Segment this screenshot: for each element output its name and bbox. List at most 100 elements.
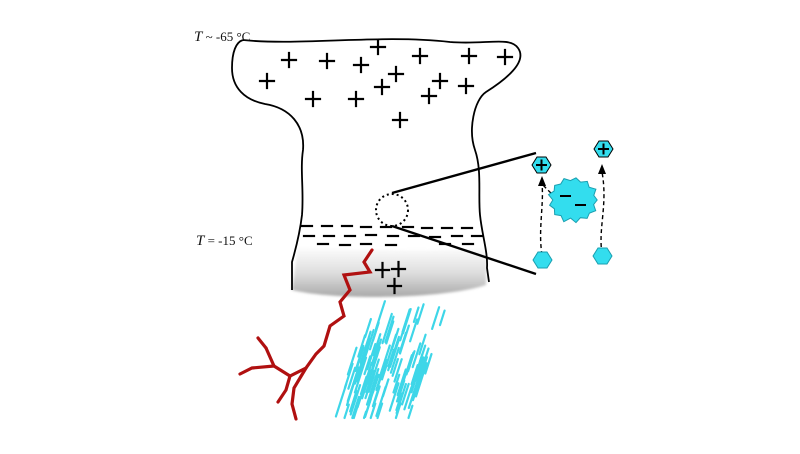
- precipitation-streak: [415, 356, 428, 392]
- precipitation-streak: [410, 352, 424, 389]
- precipitation-streak: [384, 315, 395, 344]
- positive-charge: [352, 56, 370, 74]
- positive-charge: [391, 111, 409, 129]
- precipitation-streak: [353, 360, 364, 385]
- precipitation-streaks: [334, 300, 446, 420]
- ice-crystal: [592, 247, 613, 265]
- positive-charge: [386, 277, 403, 295]
- precipitation-streak: [424, 352, 433, 375]
- arrow-up-icon: [598, 164, 606, 174]
- precipitation-streak: [372, 338, 383, 365]
- precipitation-streak: [412, 306, 420, 323]
- precipitation-streak: [346, 346, 358, 376]
- precipitation-streak: [381, 312, 393, 345]
- zoom-region-circle: [375, 193, 409, 227]
- cloud-base-shading: [292, 246, 487, 297]
- lower-positive-charges: [374, 260, 407, 295]
- positive-charge: [496, 48, 514, 66]
- precipitation-streak: [375, 385, 387, 417]
- positive-charge: [387, 65, 405, 83]
- precipitation-streak: [361, 349, 368, 366]
- positive-charge: [373, 78, 391, 96]
- precipitation-streak: [407, 404, 414, 420]
- precipitation-streak: [392, 373, 401, 394]
- precipitation-streak: [438, 309, 446, 327]
- precipitation-streak: [411, 342, 422, 369]
- positive-charge: [374, 261, 391, 279]
- positive-charge: [411, 47, 429, 65]
- precipitation-streak: [395, 392, 403, 412]
- precipitation-streak: [391, 358, 399, 377]
- precipitation-streak: [409, 318, 419, 343]
- precipitation-streak: [388, 382, 400, 412]
- precipitation-streak: [401, 308, 412, 335]
- precipitation-streak: [396, 368, 407, 397]
- precipitation-streak: [349, 389, 358, 413]
- precipitation-streak: [373, 385, 381, 404]
- precipitation-streak: [393, 358, 403, 383]
- precipitation-streak: [343, 403, 350, 420]
- precipitation-streak: [389, 339, 400, 368]
- precipitation-streak: [364, 398, 372, 418]
- precipitation-streak: [370, 346, 381, 374]
- positive-charge: [347, 90, 365, 108]
- negative-charge-layer: [300, 224, 484, 247]
- positive-charge: [460, 47, 478, 65]
- precipitation-streak: [351, 395, 361, 420]
- temperature-value: ~ -65 °C: [202, 29, 251, 44]
- precipitation-streak: [349, 384, 362, 416]
- precipitation-streak: [357, 334, 367, 358]
- precipitation-streak: [361, 369, 373, 400]
- temperature-value: = -15 °C: [204, 233, 253, 248]
- precipitation-streak: [343, 362, 354, 389]
- temperature-symbol: T: [194, 29, 203, 45]
- precipitation-streak: [347, 366, 357, 390]
- precipitation-streak: [363, 355, 372, 376]
- ice-crystal: [532, 251, 553, 269]
- positive-charge: [258, 72, 276, 90]
- precipitation-streak: [389, 346, 400, 374]
- positive-charge: [390, 260, 407, 278]
- precipitation-streak: [372, 333, 382, 357]
- precipitation-streak: [431, 306, 441, 330]
- precipitation-streak: [354, 344, 365, 372]
- precipitation-streak: [380, 364, 388, 381]
- precipitation-streak: [410, 364, 425, 402]
- graupel-particle: [547, 177, 598, 224]
- precipitation-streak: [417, 357, 424, 374]
- positive-charge: [304, 90, 322, 108]
- precipitation-streak: [418, 333, 427, 356]
- precipitation-streak: [366, 342, 377, 371]
- precipitation-streak: [398, 331, 408, 354]
- precipitation-streak: [405, 351, 415, 376]
- precipitation-streak: [369, 402, 377, 420]
- positive-charge: [420, 87, 438, 105]
- precipitation-streak: [401, 382, 410, 406]
- precipitation-streak: [385, 320, 395, 345]
- precipitation-streak: [376, 402, 384, 420]
- positive-charge: [318, 52, 336, 70]
- arrow-up-icon: [538, 176, 546, 186]
- cloud-outline: [231, 38, 522, 290]
- precipitation-streak: [395, 382, 407, 415]
- zoom-lines: [391, 151, 537, 276]
- mid-temperature-label: T = -15 °C: [196, 233, 253, 250]
- precipitation-streak: [395, 370, 408, 403]
- positive-charge: [457, 77, 475, 95]
- precipitation-streak: [414, 362, 428, 398]
- precipitation-streak: [334, 383, 348, 418]
- precipitation-streak: [403, 386, 413, 411]
- precipitation-streak: [361, 361, 373, 393]
- precipitation-streak: [364, 369, 376, 400]
- precipitation-streak: [364, 317, 372, 339]
- top-temperature-label: T ~ -65 °C: [194, 29, 250, 46]
- positive-charge: [280, 51, 298, 69]
- upper-positive-charges: [258, 38, 514, 129]
- precipitation-streak: [375, 367, 385, 391]
- lightning-bolt: [238, 248, 374, 421]
- precipitation-streak: [368, 321, 380, 351]
- positive-charge: [431, 72, 449, 90]
- positive-charge: [369, 38, 387, 56]
- precipitation-streak: [371, 373, 380, 394]
